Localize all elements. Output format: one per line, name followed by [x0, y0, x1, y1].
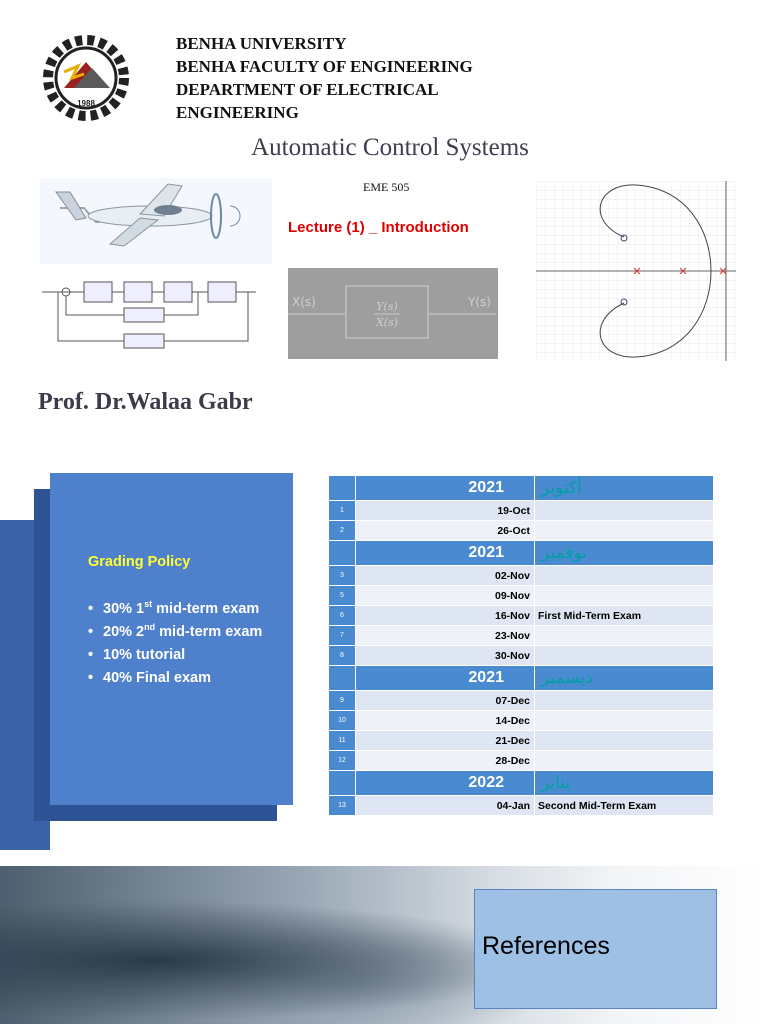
- professor-name: Prof. Dr.Walaa Gabr: [38, 389, 253, 415]
- month-year: 2021: [355, 475, 535, 501]
- grading-item: 30% 1st mid-term exam: [88, 600, 288, 619]
- month-name: ديسمبر: [534, 665, 714, 691]
- grading-list: 30% 1st mid-term exam 20% 2nd mid-term e…: [88, 600, 288, 692]
- month-name: يناير: [534, 770, 714, 796]
- month-year: 2021: [355, 665, 535, 691]
- grading-panel-shadow: [0, 520, 50, 850]
- month-name: نوفمبر: [534, 540, 714, 566]
- university-line: ENGINEERING: [176, 103, 299, 122]
- grading-item: 20% 2nd mid-term exam: [88, 623, 288, 642]
- month-year: 2021: [355, 540, 535, 566]
- month-header-row: 2022 يناير: [328, 770, 714, 796]
- course-code: EME 505: [363, 180, 410, 194]
- transfer-function-diagram: X(s) Y(s) Y(s) X(s): [288, 285, 496, 339]
- lecture-title: Lecture (1) _ Introduction: [288, 219, 469, 236]
- month-header-row: 2021 أكتوبر: [328, 475, 714, 501]
- airplane-icon: [55, 183, 241, 247]
- month-header-row: 2021 نوفمبر: [328, 540, 714, 566]
- tf-input-label: X(s): [292, 295, 316, 309]
- university-header: BENHA UNIVERSITY BENHA FACULTY OF ENGINE…: [176, 32, 473, 124]
- nyquist-plot: [536, 181, 736, 361]
- tf-numerator: Y(s): [376, 300, 398, 313]
- grading-item: 40% Final exam: [88, 669, 288, 688]
- tf-output-label: Y(s): [467, 295, 491, 309]
- month-header-row: 2021 ديسمبر: [328, 665, 714, 691]
- grading-panel: Grading Policy 30% 1st mid-term exam 20%…: [50, 473, 293, 805]
- airplane-figure: [40, 178, 272, 264]
- logo-year: 1988: [77, 99, 95, 108]
- references-box[interactable]: References: [474, 889, 717, 1009]
- tf-denominator: X(s): [375, 316, 398, 329]
- references-label: References: [482, 932, 610, 960]
- block-diagram: [42, 281, 256, 349]
- month-name: أكتوبر: [534, 475, 714, 501]
- university-logo: 1988: [43, 35, 129, 121]
- transfer-function-figure: X(s) Y(s) Y(s) X(s): [288, 268, 498, 359]
- course-title: Automatic Control Systems: [251, 134, 529, 161]
- university-line: DEPARTMENT OF ELECTRICAL: [176, 80, 439, 99]
- month-year: 2022: [355, 770, 535, 796]
- grading-title: Grading Policy: [88, 554, 191, 570]
- university-line: BENHA UNIVERSITY: [176, 34, 347, 53]
- university-line: BENHA FACULTY OF ENGINEERING: [176, 57, 473, 76]
- gear-logo-icon: 1988: [43, 35, 129, 121]
- grading-item: 10% tutorial: [88, 646, 288, 665]
